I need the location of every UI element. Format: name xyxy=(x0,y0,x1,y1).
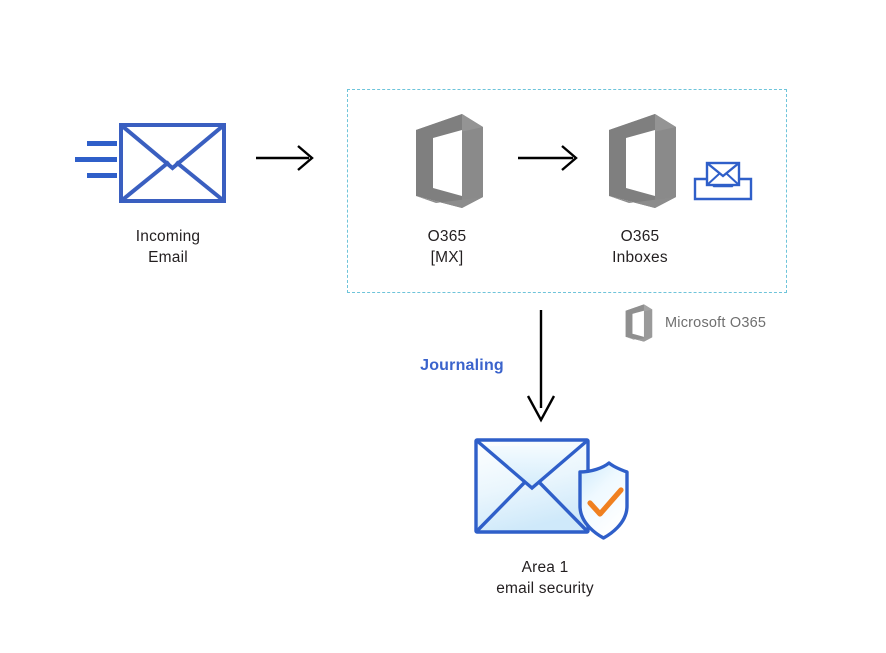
office-365-logo-icon xyxy=(416,114,483,208)
legend-o365-icon-wrap xyxy=(620,302,656,344)
envelope-with-motion-lines-icon xyxy=(75,123,226,203)
arrow-incoming-to-mx xyxy=(255,143,317,173)
arrow-down-icon xyxy=(526,310,556,423)
incoming-email-label: Incoming Email xyxy=(135,228,201,266)
arrow-mx-to-inboxes xyxy=(517,143,581,173)
office-365-logo-icon xyxy=(609,114,676,208)
envelope-with-shield-check-icon xyxy=(474,438,629,540)
area1-node xyxy=(470,434,630,544)
legend-label: Microsoft O365 xyxy=(665,315,767,331)
o365-inboxes-badge xyxy=(692,160,754,202)
o365-inboxes-node xyxy=(597,108,683,214)
area1-label: Area 1 email security xyxy=(496,559,594,597)
inbox-tray-envelope-icon xyxy=(693,161,753,201)
office-365-logo-icon xyxy=(625,304,653,342)
arrow-inboxes-to-area1 xyxy=(522,308,562,424)
arrow-right-icon xyxy=(518,145,578,171)
o365-inboxes-label: O365 Inboxes xyxy=(612,228,668,266)
incoming-email-node xyxy=(70,112,235,212)
arrow-right-icon xyxy=(256,145,314,171)
o365-mx-label: O365 [MX] xyxy=(427,228,467,266)
o365-mx-node xyxy=(404,108,490,214)
microsoft-o365-boundary-zone xyxy=(347,89,787,293)
journaling-edge-label: Journaling xyxy=(420,357,504,374)
